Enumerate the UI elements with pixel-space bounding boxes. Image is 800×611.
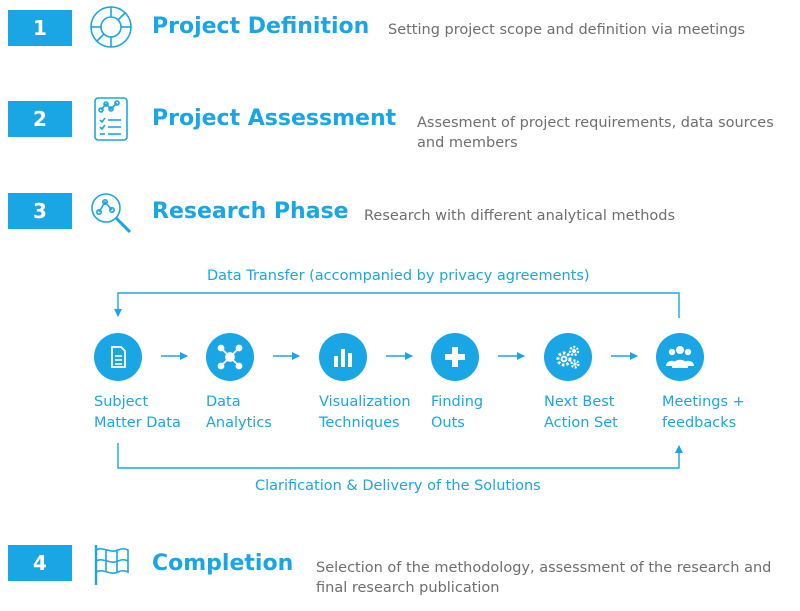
delivery-loop [117, 443, 683, 469]
step-title: Completion [152, 551, 294, 576]
description-line: Selection of the methodology, assessment… [316, 560, 772, 576]
node-meetings-feedbacks [656, 333, 704, 381]
node-label-line: Next Best [544, 394, 615, 410]
node-label-line: feedbacks [662, 415, 737, 431]
step-description: Assesment of project requirements, data … [417, 113, 774, 153]
bar-chart-icon [334, 349, 352, 367]
node-label-line: Data [206, 394, 241, 410]
step-description: Research with different analytical metho… [364, 208, 676, 224]
node-label-line: Action Set [544, 415, 618, 431]
plus-icon [445, 347, 465, 367]
step-number: 4 [8, 545, 72, 581]
step-description: Setting project scope and definition via… [388, 22, 746, 38]
node-next-best-action-set [544, 333, 592, 381]
node-label: Next Best Action Set [544, 392, 654, 434]
node-label: Finding Outs [431, 392, 541, 434]
node-label-line: Analytics [206, 415, 272, 431]
step-title: Project Definition [152, 14, 370, 39]
node-label-line: Techniques [319, 415, 400, 431]
flag-icon [94, 545, 129, 585]
description-line: and members [417, 135, 518, 151]
node-data-analytics [206, 333, 254, 381]
step-number: 3 [8, 193, 72, 229]
node-label: Meetings + feedbacks [662, 392, 772, 434]
node-label-line: Finding [431, 394, 484, 410]
node-label-line: Meetings + [662, 394, 745, 410]
network-icon [217, 344, 243, 370]
node-label: Subject Matter Data [94, 392, 204, 434]
node-label: Visualization Techniques [319, 392, 429, 434]
node-label: Data Analytics [206, 392, 316, 434]
node-label-line: Matter Data [94, 415, 181, 431]
node-visualization-techniques [319, 333, 367, 381]
document-icon [111, 346, 126, 368]
data-transfer-label: Data Transfer (accompanied by privacy ag… [207, 268, 590, 284]
step-number: 2 [8, 101, 72, 137]
step-description: Selection of the methodology, assessment… [316, 558, 771, 598]
node-label-line: Visualization [319, 394, 411, 410]
node-label-line: Subject [94, 394, 149, 410]
description-line: final research publication [316, 580, 500, 596]
node-subject-matter-data [94, 333, 142, 381]
step-title: Research Phase [152, 199, 349, 224]
magnifier-network-icon [91, 193, 132, 234]
node-label-line: Outs [431, 415, 465, 431]
gears-icon [556, 345, 580, 369]
clipboard-checklist-icon [94, 97, 128, 141]
delivery-label: Clarification & Delivery of the Solution… [255, 478, 541, 494]
step-number: 1 [8, 10, 72, 46]
step-title: Project Assessment [152, 106, 397, 131]
node-finding-outs [431, 333, 479, 381]
description-line: Assesment of project requirements, data … [417, 115, 774, 131]
people-icon [666, 346, 694, 368]
chart-ring-icon [90, 6, 132, 48]
data-transfer-loop [114, 292, 680, 318]
